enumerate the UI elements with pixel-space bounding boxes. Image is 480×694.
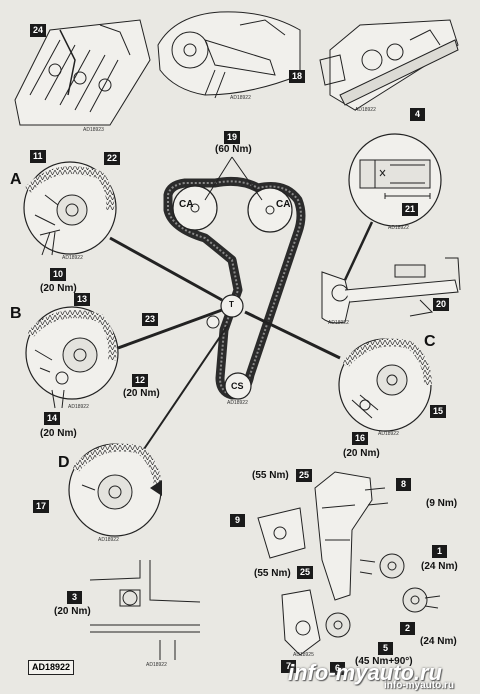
callout-13: 13 xyxy=(74,293,91,306)
torque-10: (20 Nm) xyxy=(40,283,77,294)
detail-d-letter: D xyxy=(58,454,70,471)
bottom-inset-drawing xyxy=(89,560,201,660)
callout-10: 10 xyxy=(50,268,67,281)
callout-7: 7 xyxy=(281,660,296,673)
torque-45: (45 Nm+90°) xyxy=(355,656,413,667)
tool-inset-drawing xyxy=(348,133,442,227)
callout-2: 2 xyxy=(400,622,415,635)
detail-c-letter: C xyxy=(424,333,436,350)
torque-14: (20 Nm) xyxy=(40,428,77,439)
callout-4: 4 xyxy=(410,108,425,121)
pulley-ca-right-label: CA xyxy=(276,199,291,210)
bottom-inset-ref: AD18922 xyxy=(146,662,167,668)
callout-17: 17 xyxy=(33,500,50,513)
detail-a-ref: AD18922 xyxy=(62,255,83,261)
detail-a-letter: A xyxy=(10,171,22,188)
detail-c-ref: AD18922 xyxy=(378,431,399,437)
callout-19: 19 xyxy=(224,131,241,144)
torque-16: (20 Nm) xyxy=(343,448,380,459)
watermark-large: info-myauto.ru xyxy=(288,660,442,685)
callout-25-bottom: 25 xyxy=(297,566,314,579)
callout-11: 11 xyxy=(30,150,46,163)
torque-24-a: (24 Nm) xyxy=(421,561,458,572)
pulley-ca-left-label: CA xyxy=(179,199,194,210)
main-ref: AD18922 xyxy=(227,400,248,406)
torque-12: (20 Nm) xyxy=(123,388,160,399)
thumbnail-4-ref: AD18922 xyxy=(355,107,376,113)
torque-9: (9 Nm) xyxy=(426,498,458,509)
detail-b-ref: AD18922 xyxy=(68,404,89,410)
callout-20: 20 xyxy=(433,298,450,311)
detail-d-ref: AD18922 xyxy=(98,537,119,543)
detail-d-drawing xyxy=(68,443,162,537)
detail-b-letter: B xyxy=(10,305,22,322)
watermark-small: info-myauto.ru xyxy=(384,680,454,691)
callout-21: 21 xyxy=(402,203,419,216)
callout-23: 23 xyxy=(142,313,159,326)
gauge-drawing xyxy=(321,257,461,324)
figure-code: AD18922 xyxy=(28,660,75,675)
exploded-view-drawing xyxy=(257,471,441,656)
exploded-ref: AD18925 xyxy=(293,652,314,658)
detail-b-drawing xyxy=(25,306,119,409)
callout-8: 8 xyxy=(396,478,411,491)
callout-12: 12 xyxy=(132,374,149,387)
timing-belt-layout xyxy=(163,156,306,400)
callout-5: 5 xyxy=(378,642,393,655)
detail-leader-lines xyxy=(109,221,374,456)
thumbnail-18-drawing xyxy=(157,11,301,99)
pulley-cs-label: CS xyxy=(231,381,244,391)
callout-24: 24 xyxy=(30,24,47,37)
torque-19: (60 Nm) xyxy=(215,144,252,155)
torque-55-top: (55 Nm) xyxy=(252,470,289,481)
callout-15: 15 xyxy=(430,405,447,418)
thumbnail-4-drawing xyxy=(319,19,459,111)
gauge-ref: AD18922 xyxy=(328,320,349,326)
callout-25-top: 25 xyxy=(296,469,313,482)
callout-1: 1 xyxy=(432,545,447,558)
callout-16: 16 xyxy=(352,432,369,445)
torque-3: (20 Nm) xyxy=(54,606,91,617)
callout-3: 3 xyxy=(67,591,82,604)
detail-c-drawing xyxy=(338,338,432,432)
callout-18: 18 xyxy=(289,70,306,83)
detail-a-drawing xyxy=(23,161,117,256)
torque-24-b: (24 Nm) xyxy=(420,636,457,647)
thumbnail-24-drawing xyxy=(14,19,151,126)
callout-6: 6 xyxy=(330,662,345,675)
callout-9: 9 xyxy=(230,514,245,527)
torque-55-bottom: (55 Nm) xyxy=(254,568,291,579)
callout-14: 14 xyxy=(44,412,61,425)
thumbnail-24-ref: AD18923 xyxy=(83,127,104,133)
thumbnail-18-ref: AD18922 xyxy=(230,95,251,101)
pulley-t-label: T xyxy=(229,300,234,309)
tool-inset-ref: AD18922 xyxy=(388,225,409,231)
callout-22: 22 xyxy=(104,152,121,165)
